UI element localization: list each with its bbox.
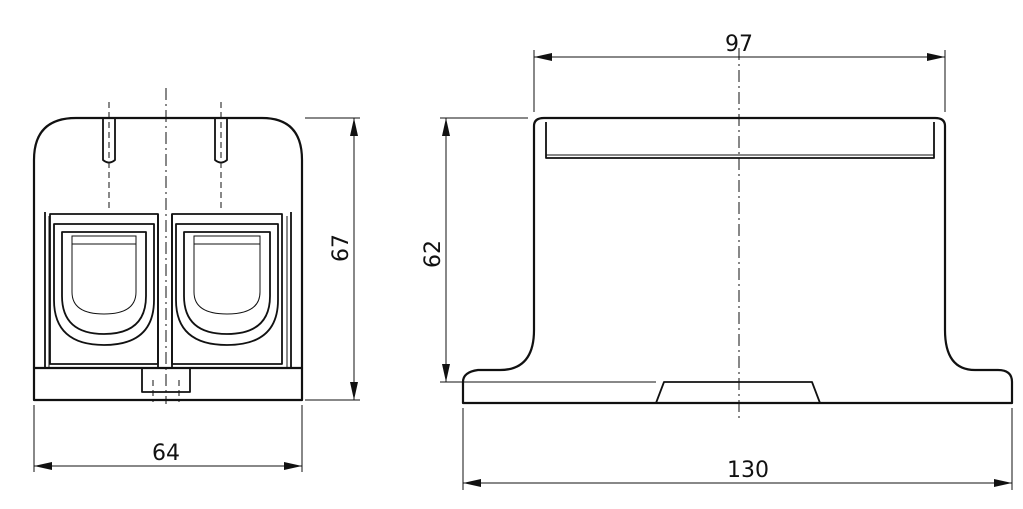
side-base-recess (468, 381, 1007, 404)
side-height-dimension: 62 (421, 117, 650, 383)
side-height-label: 62 (421, 240, 446, 268)
side-cap-plate (545, 122, 935, 159)
front-view (32, 88, 304, 404)
side-body-outline (461, 116, 1014, 405)
side-top-width-dimension: 97 (533, 32, 946, 112)
side-view (461, 48, 1014, 420)
side-base-width-label: 130 (727, 458, 769, 483)
front-clamp-right (171, 213, 283, 365)
front-height-dimension: 67 (305, 117, 360, 401)
front-height-label: 67 (329, 234, 354, 262)
front-body-outline (32, 116, 304, 402)
front-width-dimension: 64 (33, 405, 303, 472)
side-top-width-label: 97 (725, 32, 753, 57)
front-width-label: 64 (152, 441, 180, 466)
side-base-width-dimension: 130 (462, 408, 1013, 490)
front-clamp-left (49, 213, 159, 365)
